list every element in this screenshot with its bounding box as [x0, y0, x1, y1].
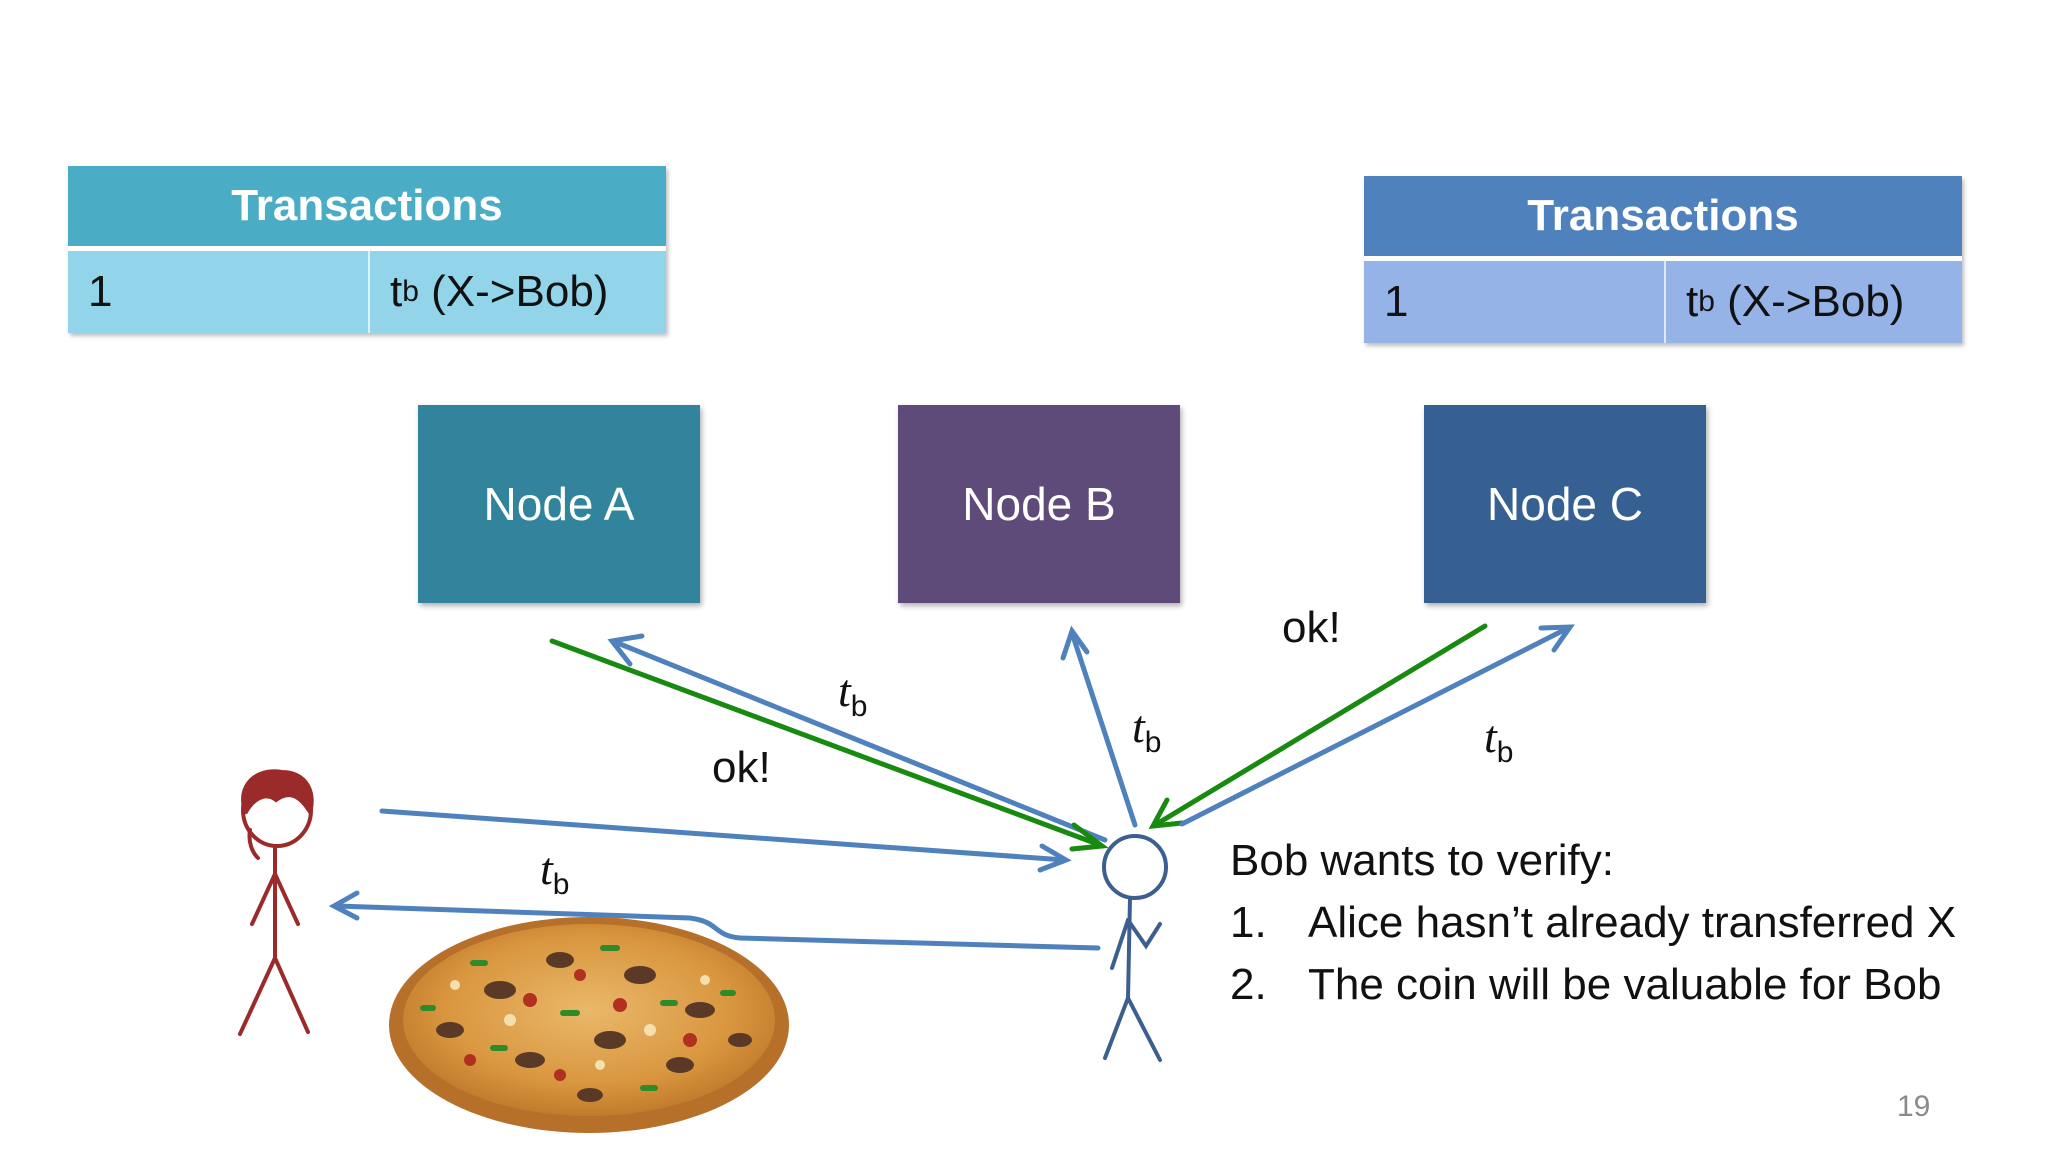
- arrow-node-a-ok-to-bob: [549, 638, 1109, 852]
- verify-item-text: Alice hasn’t already transferred X: [1308, 898, 1957, 947]
- arrow-bob-to-node-a: [607, 633, 1108, 843]
- bob-figure: [1102, 834, 1168, 1062]
- transactions-header: Transactions: [1364, 176, 1962, 261]
- arrow-node-c-ok-to-bob: [1148, 623, 1488, 829]
- label-tb-alice: tb: [540, 843, 570, 902]
- label-tb-node-b: tb: [1132, 701, 1162, 760]
- verify-item-number: 1.: [1230, 898, 1267, 947]
- arrow-alice-to-bob: [379, 808, 1072, 873]
- arrow-bob-to-node-b: [1060, 625, 1138, 828]
- verify-list: Bob wants to verify: 1. Alice hasn’t alr…: [1230, 830, 1956, 1016]
- label-ok-node-a: ok!: [712, 743, 771, 792]
- pizza-image: [389, 917, 789, 1133]
- transaction-index: 1: [1364, 261, 1666, 343]
- verify-item: 2. The coin will be valuable for Bob: [1230, 954, 1956, 1016]
- node-b: Node B: [898, 405, 1180, 603]
- verify-item: 1. Alice hasn’t already transferred X: [1230, 892, 1956, 954]
- label-ok-node-c: ok!: [1282, 603, 1341, 652]
- transaction-index: 1: [68, 251, 370, 333]
- verify-item-text: The coin will be valuable for Bob: [1308, 960, 1942, 1009]
- page-number: 19: [1897, 1090, 1931, 1123]
- verify-item-number: 2.: [1230, 960, 1267, 1009]
- node-a: Node A: [418, 405, 700, 603]
- label-tb-node-a: tb: [838, 665, 868, 724]
- arrow-bob-to-alice: [328, 890, 1101, 951]
- alice-figure: [238, 769, 314, 1036]
- label-tb-node-c: tb: [1484, 711, 1514, 770]
- arrow-bob-to-node-c: [1179, 624, 1575, 827]
- transactions-header: Transactions: [68, 166, 666, 251]
- node-c: Node C: [1424, 405, 1706, 603]
- verify-title: Bob wants to verify:: [1230, 836, 1614, 885]
